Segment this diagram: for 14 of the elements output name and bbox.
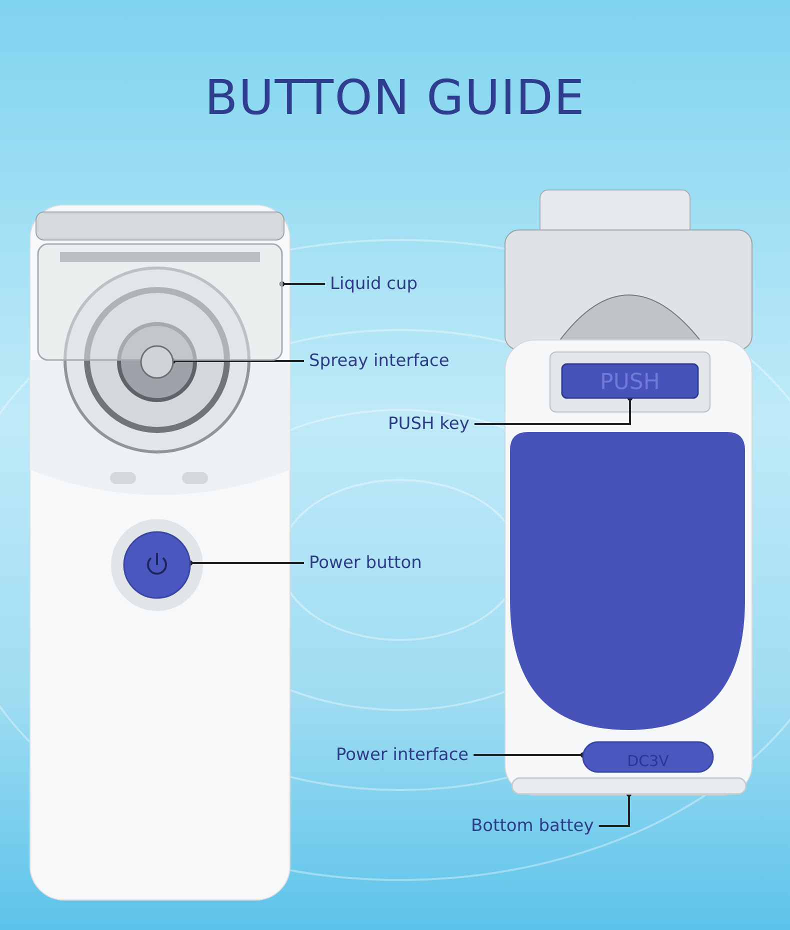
part-label: Power interface [336, 745, 469, 765]
part-label: Power button [309, 553, 422, 573]
push-key [561, 363, 699, 399]
part-label: Liquid cup [330, 274, 418, 294]
liquid-cup [37, 243, 283, 361]
power-button [123, 531, 191, 599]
part-label: Bottom battey [471, 816, 594, 836]
battery-base [511, 777, 747, 795]
power-port-cover [582, 741, 714, 773]
spray-nozzle [140, 345, 174, 379]
part-label: PUSH key [388, 414, 470, 434]
leader-line [279, 281, 325, 287]
title: BUTTON GUIDE [204, 70, 586, 126]
part-label: Spreay interface [309, 351, 450, 371]
